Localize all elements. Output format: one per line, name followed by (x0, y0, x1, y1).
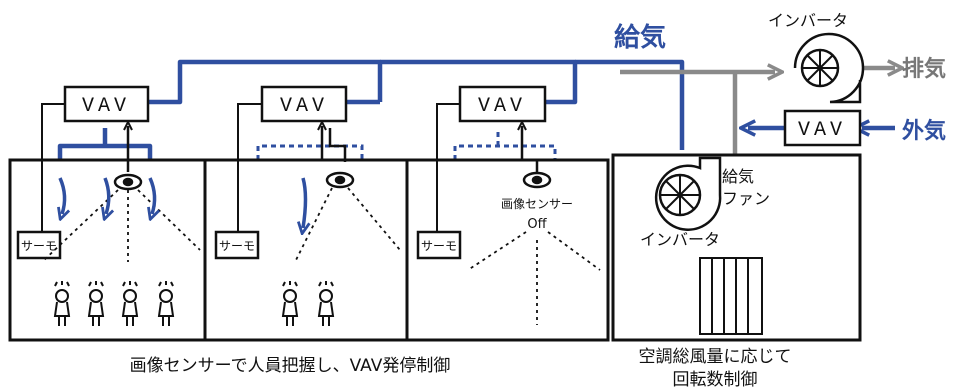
coil-icon (699, 257, 763, 335)
supply-fan-label-line2: ファン (722, 189, 770, 208)
vav-box-1: VAV (63, 85, 150, 123)
svg-text:VAV: VAV (798, 119, 846, 142)
svg-text:サーモ: サーモ (21, 239, 57, 253)
supply-fan-label-line1: 給気 (722, 167, 754, 186)
exhaust-duct (620, 68, 895, 160)
room-outline (8, 158, 610, 342)
image-sensor-icon (113, 173, 143, 191)
person-icon (53, 281, 335, 326)
vav-box-3: VAV (458, 85, 547, 123)
svg-text:VAV: VAV (280, 95, 328, 118)
exhaust-fan-icon (793, 32, 865, 104)
vav-box-outside-air: VAV (783, 109, 862, 147)
caption-right-line2: 回転数制御 (673, 370, 758, 390)
inverter-fan-label: インバータ (640, 230, 720, 249)
image-sensor-label: 画像センサー (501, 197, 573, 211)
exhaust-label: 排気 (902, 56, 946, 82)
inactive-branches (256, 128, 557, 160)
outside-air-label: 外気 (902, 118, 946, 144)
thermostat-1: サーモ (16, 230, 62, 260)
svg-text:サーモ: サーモ (219, 239, 255, 253)
control-wires (41, 103, 460, 232)
image-sensor-icon (325, 171, 355, 189)
supply-fan-icon (654, 156, 722, 231)
branch-sensor-link-2 (328, 128, 347, 162)
sensor-view-cones (41, 187, 601, 325)
svg-text:サーモ: サーモ (421, 239, 457, 253)
inverter-top-label: インバータ (768, 11, 848, 30)
image-sensor-icon (522, 171, 552, 189)
airflow-arrow-icon (60, 177, 306, 228)
svg-text:VAV: VAV (82, 95, 130, 118)
sensor-signal-arrows (128, 126, 539, 172)
caption-left: 画像センサーで人員把握し、VAV発停制御 (130, 356, 451, 376)
vav-box-2: VAV (260, 85, 348, 123)
svg-text:VAV: VAV (478, 95, 526, 118)
thermostat-2: サーモ (214, 230, 260, 260)
supply-duct (57, 59, 685, 160)
thermostat-3: サーモ (416, 230, 462, 260)
supply-air-label: 給気 (614, 22, 666, 53)
caption-right-line1: 空調総風量に応じて (639, 347, 792, 367)
sensor-off-label: Off (527, 217, 547, 232)
